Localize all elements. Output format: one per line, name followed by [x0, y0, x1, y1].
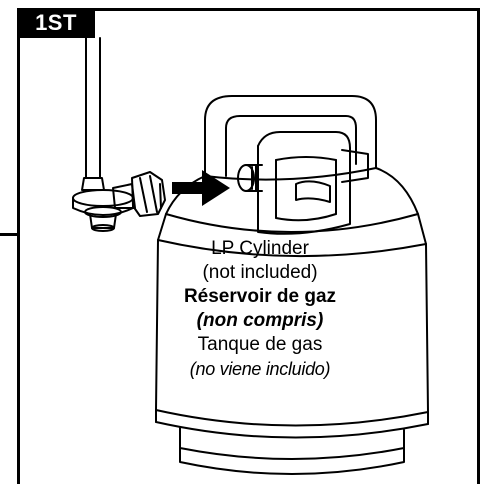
cylinder-valve-icon — [237, 164, 331, 203]
arrow-right-icon — [172, 170, 230, 206]
cylinder-label: LP Cylinder (not included) Réservoir de … — [170, 237, 350, 381]
label-en-title: LP Cylinder — [211, 238, 309, 259]
callout-leader-line — [0, 233, 20, 236]
step-badge: 1ST — [17, 8, 95, 38]
label-fr-title: Réservoir de gaz — [183, 286, 337, 307]
label-es-title: Tanque de gas — [197, 334, 323, 355]
label-es-note: (no viene incluido) — [189, 359, 331, 379]
gas-hose — [85, 37, 101, 179]
cylinder-collar — [204, 95, 377, 235]
illustration-frame — [17, 8, 480, 484]
cylinder-body — [155, 167, 429, 475]
label-fr-note: (non compris) — [196, 310, 324, 331]
regulator-icon — [72, 171, 166, 232]
label-en-note: (not included) — [202, 262, 318, 283]
